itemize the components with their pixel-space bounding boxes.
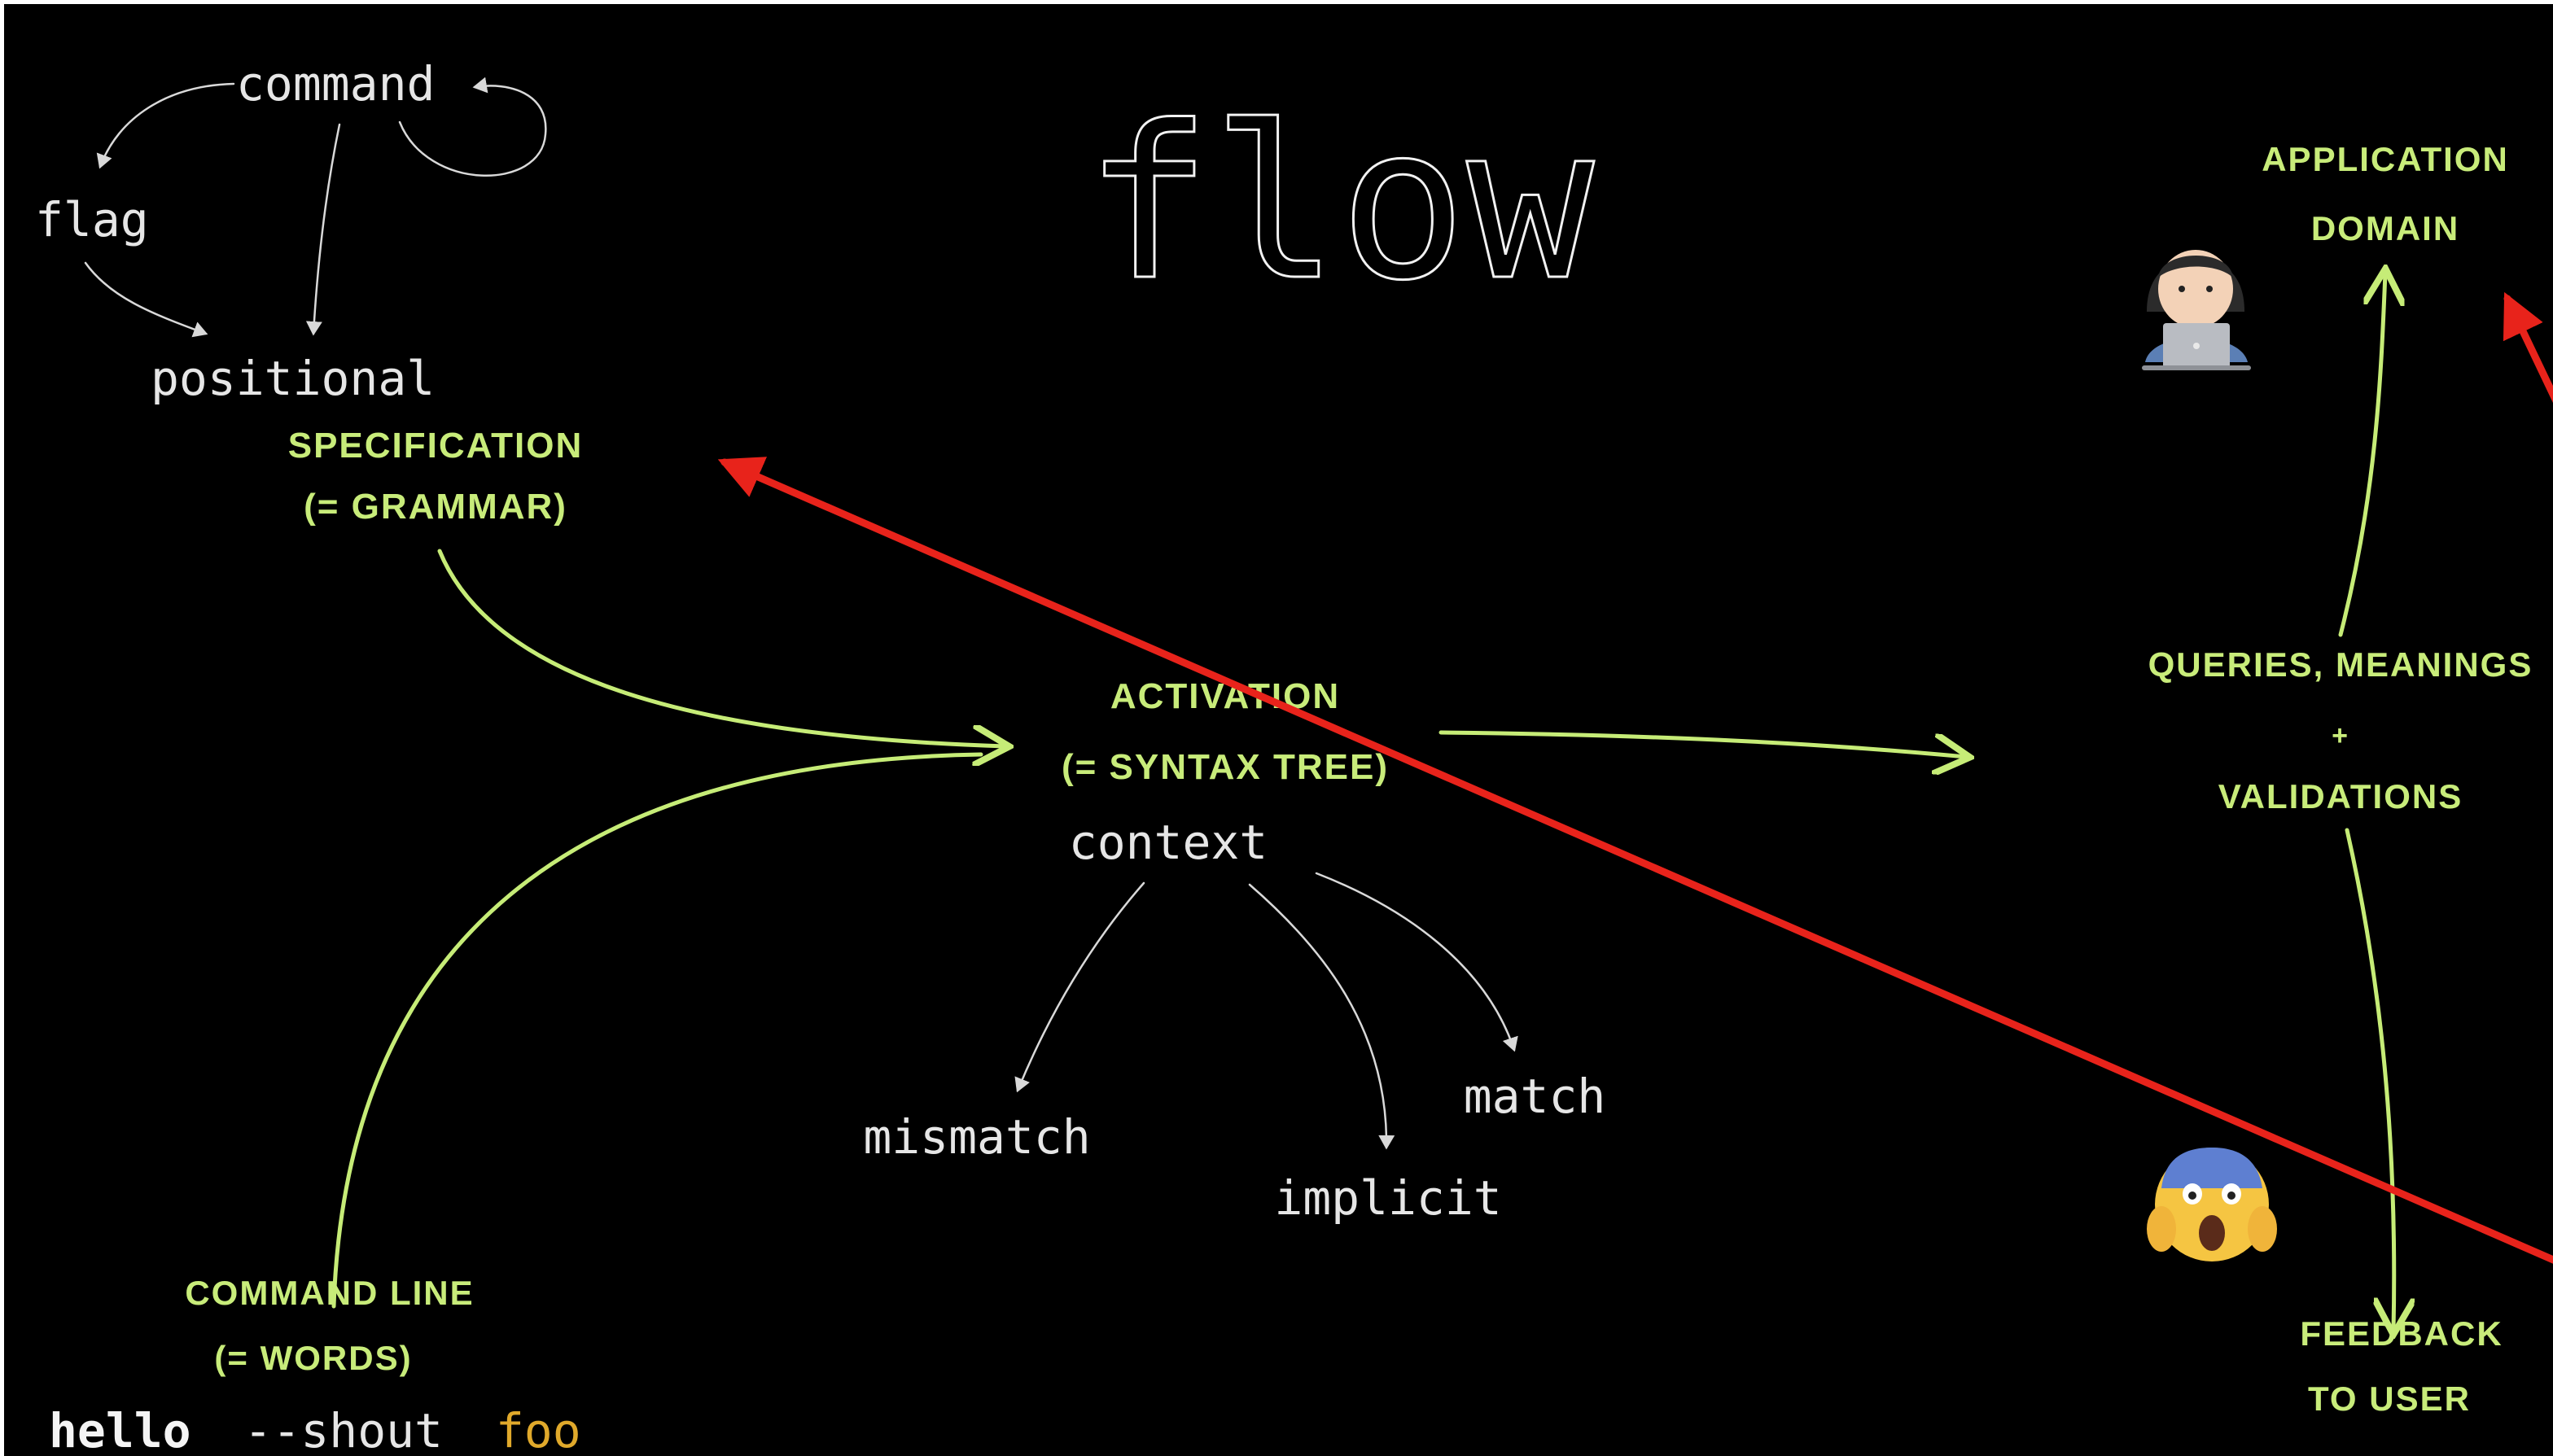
grammar-label: (= GRAMMAR) xyxy=(304,487,567,527)
context-to-match-arrow xyxy=(1315,872,1518,1052)
flow-diagram: flow command flag positional SPECIFICATI… xyxy=(35,56,2553,1456)
to-user-label: TO USER xyxy=(2308,1379,2471,1418)
activation-to-queries-arrow xyxy=(1439,730,1966,757)
plus-label: + xyxy=(2332,720,2349,751)
specification-to-activation-arrow xyxy=(437,549,1005,746)
red-arrow-to-application-domain xyxy=(2503,291,2553,403)
feedback-label: FEEDBACK xyxy=(2300,1314,2503,1353)
context-to-implicit-arrow xyxy=(1248,883,1395,1150)
match-node: match xyxy=(1464,1069,1606,1124)
specification-label: SPECIFICATION xyxy=(288,426,584,466)
positional-node: positional xyxy=(151,351,435,406)
command-example: hello --shout foo xyxy=(49,1403,581,1456)
flag-to-positional-arrow xyxy=(84,261,208,338)
command-flag: --shout xyxy=(244,1403,443,1456)
syntax-tree-label: (= SYNTAX TREE) xyxy=(1062,747,1389,787)
command-to-positional-arrow xyxy=(305,123,341,336)
command-node: command xyxy=(236,56,435,111)
command-self-loop-arrow xyxy=(398,77,547,177)
command-to-flag-arrow xyxy=(96,82,235,169)
application-label: APPLICATION xyxy=(2262,140,2509,178)
command-line-label: COMMAND LINE xyxy=(185,1274,474,1312)
flag-node: flag xyxy=(35,192,149,247)
red-arrow-to-specification xyxy=(717,457,2553,1264)
context-to-mismatch-arrow xyxy=(1014,881,1145,1093)
command-program: hello xyxy=(49,1403,191,1456)
queries-meanings-label: QUERIES, MEANINGS xyxy=(2148,645,2533,684)
validations-label: VALIDATIONS xyxy=(2218,777,2463,815)
implicit-node: implicit xyxy=(1274,1170,1501,1226)
developer-laptop-icon xyxy=(2142,250,2251,370)
queries-to-feedback-arrow xyxy=(2345,828,2394,1331)
slide-title: flow xyxy=(1084,81,1596,327)
screaming-face-icon xyxy=(2147,1148,2277,1261)
command-line-to-activation-arrow xyxy=(331,752,983,1309)
queries-to-application-arrow xyxy=(2338,273,2385,637)
command-argument: foo xyxy=(496,1403,581,1456)
context-node: context xyxy=(1069,815,1268,870)
words-label: (= WORDS) xyxy=(214,1339,412,1377)
mismatch-node: mismatch xyxy=(863,1109,1090,1165)
domain-label: DOMAIN xyxy=(2311,209,2459,247)
